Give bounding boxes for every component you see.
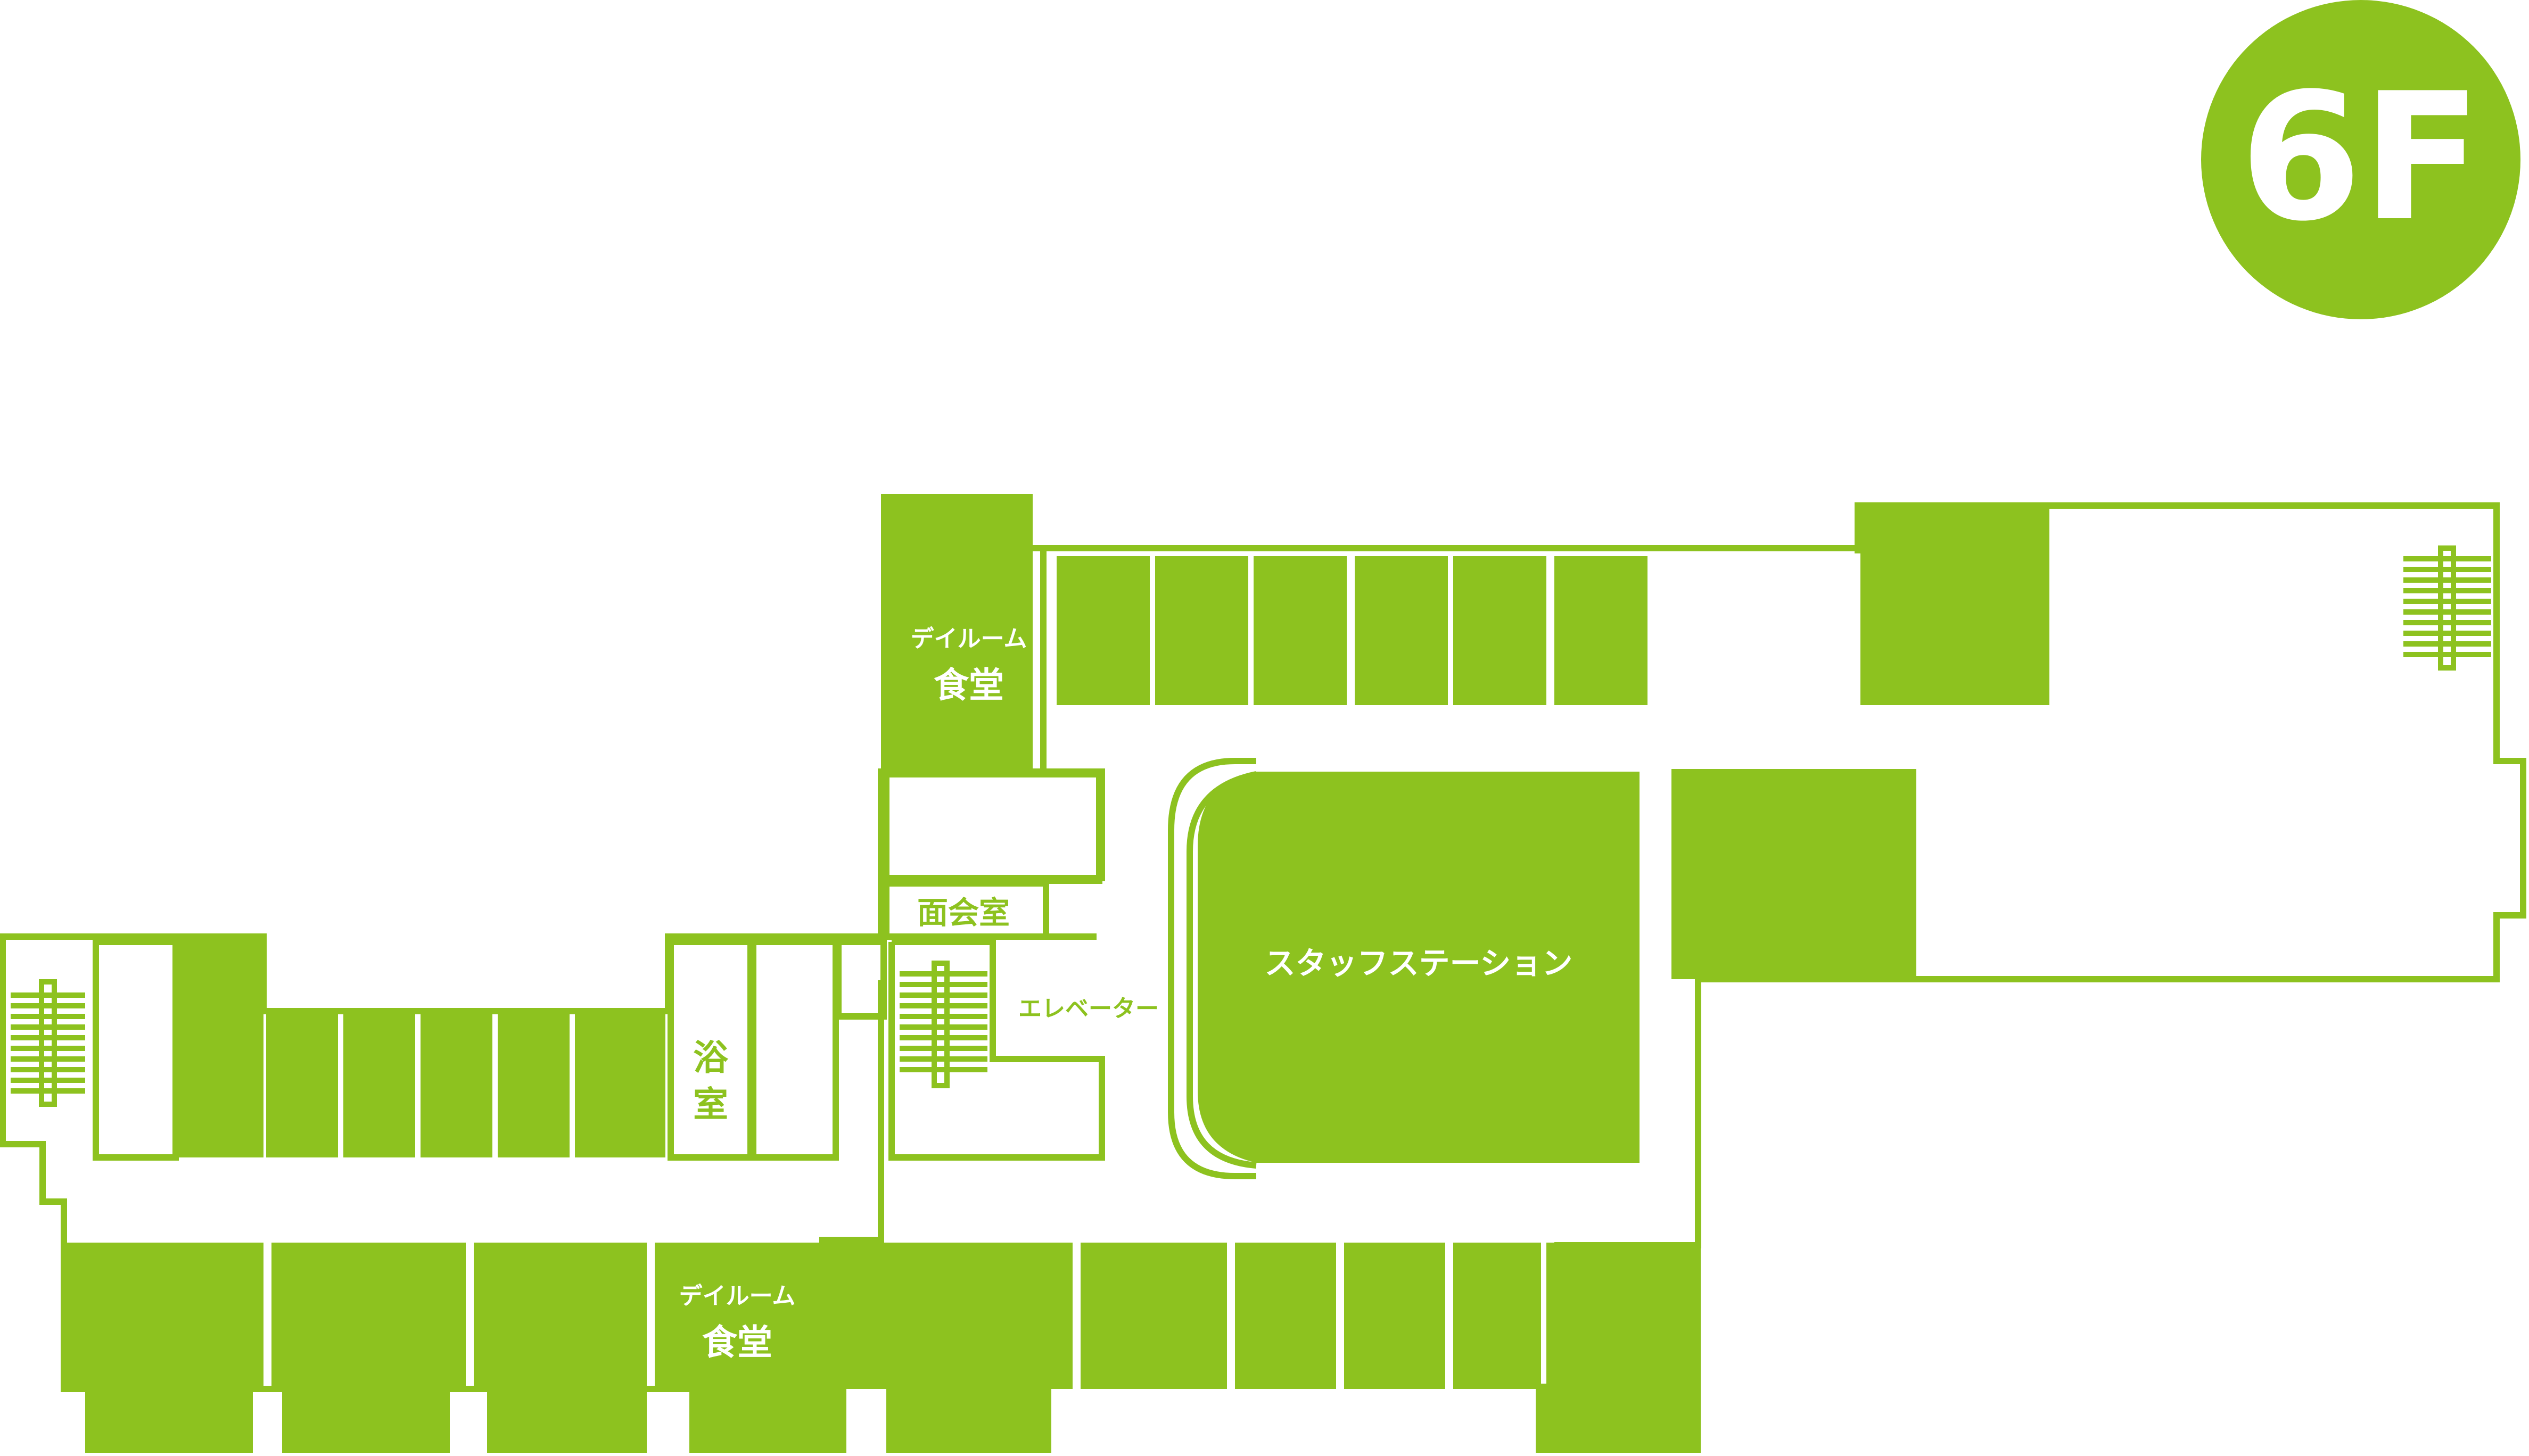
patient-room bbox=[266, 1014, 338, 1157]
lower-room bbox=[1344, 1243, 1445, 1389]
lower-room bbox=[1081, 1243, 1227, 1389]
staff-station-block bbox=[1198, 772, 1640, 1163]
dayroom-upper-block bbox=[881, 494, 1033, 771]
patient-room bbox=[596, 1014, 665, 1157]
lower-room-extension bbox=[85, 1384, 253, 1453]
meeting-room-outline bbox=[883, 880, 1049, 940]
bath-annex-outline bbox=[750, 939, 839, 1161]
patient-room bbox=[1057, 556, 1150, 705]
floor-badge-circle bbox=[2201, 0, 2520, 319]
patient-room bbox=[343, 1014, 415, 1157]
lower-room bbox=[1546, 1243, 1701, 1389]
stair-center bbox=[900, 961, 987, 1088]
stair-right bbox=[2403, 545, 2491, 671]
stair-well-outline bbox=[888, 939, 1105, 1161]
lower-room-extension bbox=[886, 1384, 1051, 1453]
room-left-large bbox=[178, 937, 263, 1157]
stair-left bbox=[11, 979, 85, 1107]
patient-room bbox=[1453, 556, 1546, 705]
lower-room bbox=[822, 1243, 1073, 1389]
meeting-room-label: 面会室 bbox=[917, 895, 1010, 931]
lower-room-extension bbox=[282, 1384, 450, 1453]
dayroom-lower-label-line2: 食堂 bbox=[702, 1322, 772, 1363]
lower-room bbox=[64, 1243, 263, 1389]
upper-corridor-outline bbox=[1033, 502, 2526, 1248]
room-upper-right bbox=[1860, 508, 2049, 705]
bath-label-line1: 浴 bbox=[693, 1037, 729, 1078]
dayroom-lower-label-line1: デイルーム bbox=[679, 1283, 796, 1310]
patient-room bbox=[1554, 556, 1647, 705]
lower-room bbox=[1453, 1243, 1541, 1389]
corridor-walls bbox=[0, 502, 2526, 1392]
lower-room bbox=[1235, 1243, 1336, 1389]
patient-room bbox=[498, 1014, 570, 1157]
bath-label-line2: 室 bbox=[693, 1084, 728, 1125]
small-room-outline bbox=[835, 939, 887, 1020]
floor-label: 6F bbox=[2239, 55, 2482, 260]
lower-room-extension bbox=[487, 1384, 647, 1453]
rooms-filled bbox=[64, 494, 2049, 1453]
room-labels: デイルーム 食堂 面会室 浴 室 エレベーター スタッフステーション デイルーム… bbox=[679, 625, 1573, 1363]
staff-station-counter bbox=[1168, 758, 1256, 1179]
left-white-room-outline bbox=[93, 939, 179, 1161]
patient-room bbox=[1155, 556, 1248, 705]
lower-room-extension bbox=[1536, 1384, 1701, 1453]
staff-station-label: スタッフステーション bbox=[1265, 945, 1573, 981]
patient-room bbox=[1254, 556, 1347, 705]
lower-room bbox=[271, 1243, 466, 1389]
room-right-middle bbox=[1671, 769, 1916, 979]
storage-room-outline bbox=[883, 771, 1102, 884]
lower-room-extension bbox=[689, 1384, 846, 1453]
dayroom-lower-block bbox=[655, 1243, 820, 1389]
floor-badge: 6F bbox=[2201, 0, 2520, 319]
stairs bbox=[11, 545, 2491, 1107]
lower-room bbox=[474, 1243, 647, 1389]
patient-room bbox=[1355, 556, 1448, 705]
elevator-label: エレベーター bbox=[1018, 995, 1159, 1022]
dayroom-upper-label-line2: 食堂 bbox=[934, 665, 1004, 706]
patient-room bbox=[421, 1014, 492, 1157]
dayroom-upper-label-line1: デイルーム bbox=[911, 625, 1027, 652]
